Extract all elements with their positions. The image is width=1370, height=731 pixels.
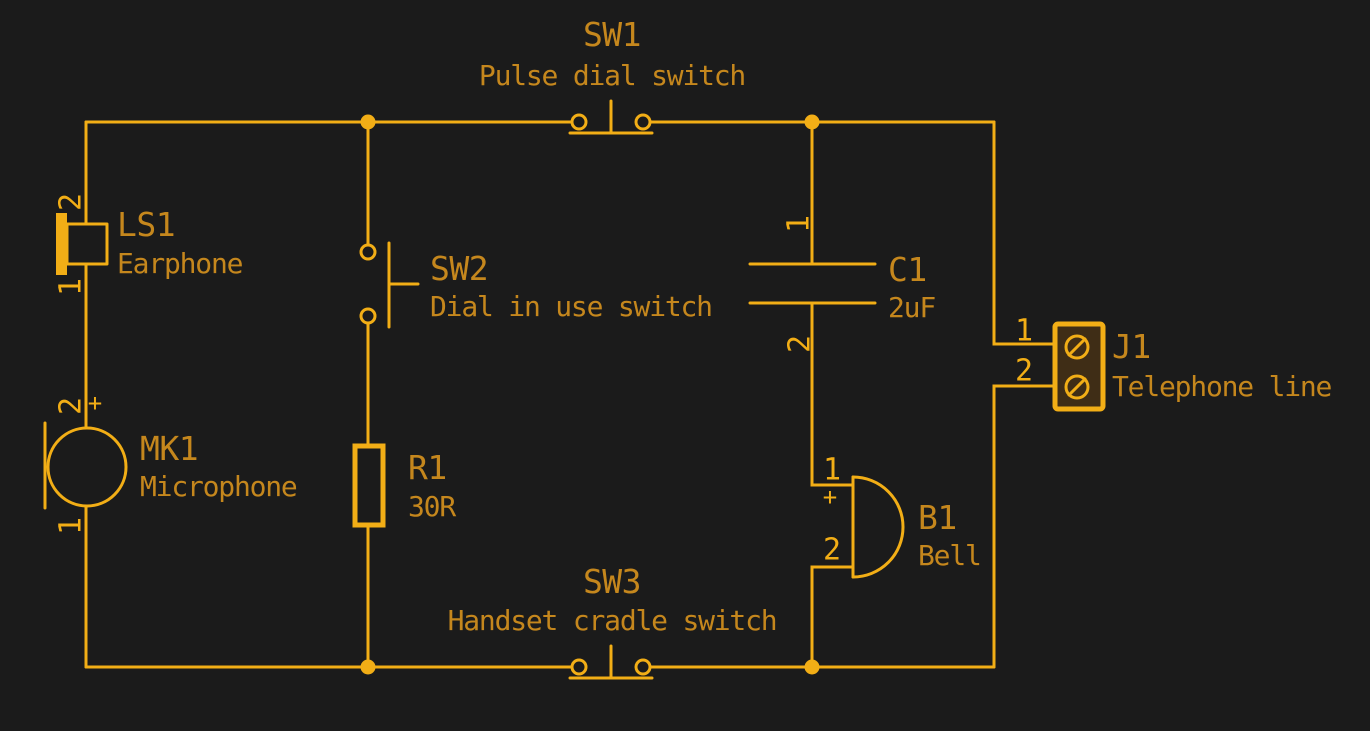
component-sw1[interactable]: SW1 Pulse dial switch (479, 15, 746, 135)
component-b1[interactable]: 1 + 2 B1 Bell (823, 453, 982, 579)
wire-c1-to-b1-pin1[interactable] (810, 301, 855, 487)
j1-value: Telephone line (1112, 370, 1332, 403)
j1-screw-1 (1064, 334, 1090, 360)
sw1-contact-left (570, 113, 588, 131)
wire-right-rail-to-j1-pin1[interactable] (992, 120, 1055, 346)
mk1-reference: MK1 (140, 429, 198, 468)
ls1-value: Earphone (117, 247, 243, 280)
ls1-pin1-number: 1 (54, 278, 89, 296)
component-mk1[interactable]: 2 + 1 MK1 Microphone (43, 389, 298, 535)
j1-pin2-number: 2 (1015, 354, 1033, 389)
component-c1[interactable]: 1 2 C1 2uF (748, 215, 937, 353)
junctions (360, 114, 820, 675)
component-ls1[interactable]: 2 1 LS1 Earphone (54, 193, 244, 296)
sw1-contact-right (634, 113, 652, 131)
component-j1[interactable]: 1 2 J1 Telephone line (1015, 314, 1333, 412)
junction-dot (804, 659, 820, 675)
sw2-contact-bottom (359, 307, 377, 325)
j1-pin1-number: 1 (1015, 314, 1033, 349)
junction-dot (360, 659, 376, 675)
sw1-value: Pulse dial switch (479, 59, 745, 92)
junction-dot (360, 114, 376, 130)
j1-reference: J1 (1112, 327, 1151, 366)
mk1-pin1-number: 1 (54, 517, 89, 535)
ls1-reference: LS1 (117, 205, 175, 244)
c1-value: 2uF (888, 291, 935, 324)
b1-reference: B1 (918, 498, 957, 537)
j1-screw-1-slot (1067, 337, 1087, 357)
j1-screw-2 (1064, 374, 1090, 400)
mk1-body-circle (46, 426, 128, 508)
wire-j1-pin2-to-bottom[interactable] (992, 384, 1055, 669)
j1-screw-2-slot (1067, 377, 1087, 397)
r1-value: 30R (408, 490, 456, 523)
b1-polarity-plus: + (823, 483, 837, 511)
sw2-reference: SW2 (430, 249, 488, 288)
b1-pin2-number: 2 (823, 533, 841, 568)
component-r1[interactable]: R1 30R (352, 443, 458, 528)
ls1-driver-bar (56, 213, 67, 275)
ls1-body-box (65, 222, 109, 266)
r1-reference: R1 (408, 448, 447, 487)
junction-dot (804, 114, 820, 130)
c1-reference: C1 (888, 250, 927, 289)
sw1-reference: SW1 (583, 15, 641, 54)
sw3-reference: SW3 (583, 562, 641, 601)
ls1-pin2-number: 2 (54, 193, 89, 211)
r1-body-box (352, 443, 386, 528)
sw2-contact-top (359, 243, 377, 261)
mk1-value: Microphone (140, 470, 297, 503)
mk1-pin2-number: 2 (54, 397, 89, 415)
c1-pin1-number: 1 (782, 215, 817, 233)
wires (84, 120, 1055, 669)
b1-value: Bell (918, 539, 981, 572)
b1-pin1-number: 1 (823, 453, 841, 488)
mk1-polarity-plus: + (88, 389, 102, 417)
sw2-value: Dial in use switch (430, 290, 712, 323)
sw3-contact-right (634, 658, 652, 676)
component-sw3[interactable]: SW3 Handset cradle switch (448, 562, 778, 680)
component-sw2[interactable]: SW2 Dial in use switch (359, 241, 713, 329)
sw3-contact-left (570, 658, 588, 676)
b1-dome-arc (851, 475, 905, 579)
sw3-value: Handset cradle switch (448, 604, 777, 637)
c1-pin2-number: 2 (783, 335, 818, 353)
wire-b1-pin2-to-bottom[interactable] (810, 565, 855, 669)
